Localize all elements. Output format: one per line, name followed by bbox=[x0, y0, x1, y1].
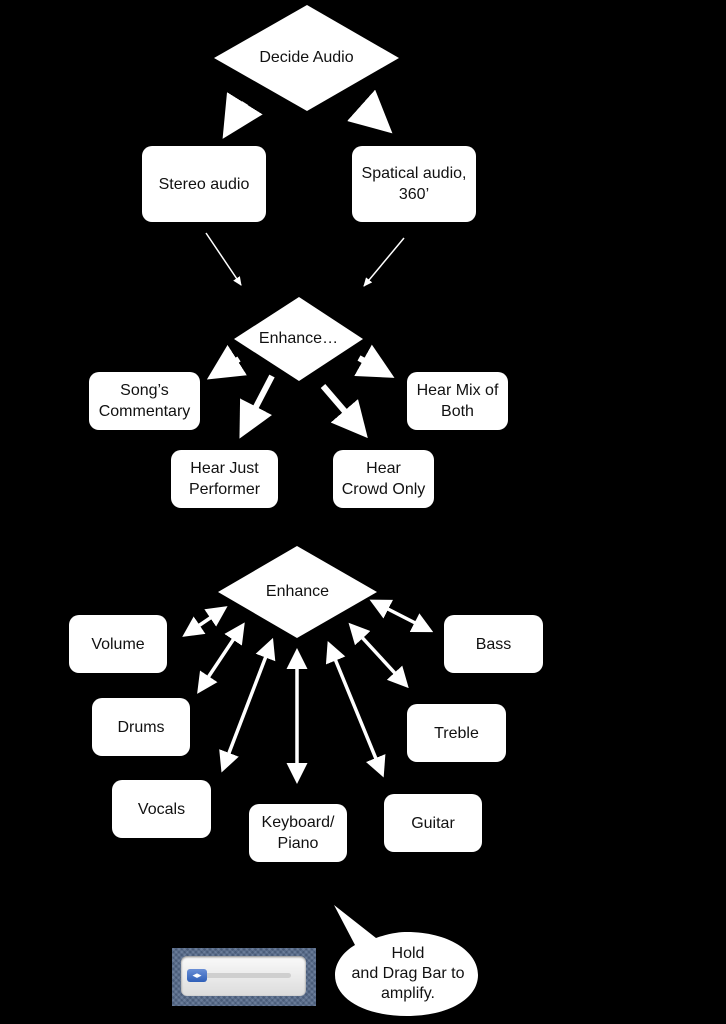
enhance-second-label: Enhance bbox=[265, 583, 330, 600]
bass-box: Bass bbox=[444, 615, 543, 673]
hear-mix-line1: Hear Mix of bbox=[416, 382, 499, 399]
arrow-to-commentary bbox=[206, 344, 247, 380]
stereo-audio-label: Stereo audio bbox=[158, 175, 250, 193]
amplify-slider-widget: ◂▸ bbox=[172, 948, 316, 1006]
hear-crowd-only-line2: Crowd Only bbox=[341, 481, 426, 498]
enhance-first-diamond bbox=[234, 297, 363, 381]
arrow-spatial-to-enhance bbox=[363, 237, 405, 287]
stereo-audio-box: Stereo audio bbox=[142, 146, 266, 222]
hear-crowd-only-line1: Hear bbox=[366, 460, 401, 477]
arrow-enhance-bass bbox=[369, 599, 434, 633]
guitar-label: Guitar bbox=[411, 814, 455, 832]
songs-commentary-line1: Song’s bbox=[120, 382, 169, 399]
spatial-audio-label-line1: Spatical audio, bbox=[361, 165, 467, 182]
callout-line3: amplify. bbox=[381, 985, 435, 1002]
volume-label: Volume bbox=[91, 635, 145, 653]
arrow-enhance-drums bbox=[197, 622, 245, 694]
slider-track[interactable] bbox=[195, 973, 291, 978]
enhance-first-label: Enhance… bbox=[258, 330, 339, 347]
spatial-audio-box: Spatical audio, 360’ bbox=[352, 146, 476, 222]
hear-mix-line2: Both bbox=[441, 403, 474, 420]
callout-bubble bbox=[334, 905, 478, 1016]
hear-just-performer-line1: Hear Just bbox=[190, 460, 259, 477]
songs-commentary-line2: Commentary bbox=[98, 403, 191, 420]
vocals-label: Vocals bbox=[137, 800, 186, 818]
vocals-box: Vocals bbox=[112, 780, 211, 838]
volume-box: Volume bbox=[69, 615, 167, 673]
arrow-enhance-volume bbox=[182, 606, 228, 637]
arrow-enhance-treble bbox=[348, 622, 409, 689]
callout-text: Hold and Drag Bar to amplify. bbox=[338, 940, 478, 1008]
hear-just-performer-line2: Performer bbox=[188, 481, 261, 498]
drums-box: Drums bbox=[92, 698, 190, 756]
hear-crowd-only-box: Hear Crowd Only bbox=[333, 450, 434, 508]
enhance-second-diamond bbox=[218, 546, 377, 638]
arrow-enhance-guitar bbox=[325, 641, 386, 778]
arrow-enhance-vocals bbox=[219, 637, 276, 773]
spatial-audio-label-line2: 360’ bbox=[398, 186, 430, 203]
drums-label: Drums bbox=[117, 718, 165, 736]
slider-panel: ◂▸ bbox=[181, 956, 306, 996]
keyboard-piano-box: Keyboard/ Piano bbox=[249, 804, 347, 862]
keyboard-piano-line1: Keyboard/ bbox=[261, 814, 335, 831]
bass-label: Bass bbox=[475, 635, 512, 653]
arrow-to-performer bbox=[239, 374, 275, 439]
guitar-box: Guitar bbox=[384, 794, 482, 852]
callout-line2: and Drag Bar to bbox=[351, 965, 465, 982]
double-arrow-grip-icon[interactable]: ◂▸ bbox=[187, 969, 207, 982]
hear-just-performer-box: Hear Just Performer bbox=[171, 450, 278, 508]
callout-line1: Hold bbox=[391, 945, 425, 962]
treble-box: Treble bbox=[407, 704, 506, 762]
songs-commentary-box: Song’s Commentary bbox=[89, 372, 200, 430]
keyboard-piano-line2: Piano bbox=[277, 835, 319, 852]
arrow-to-crowd bbox=[320, 384, 368, 439]
arrow-stereo-to-enhance bbox=[205, 232, 242, 286]
decide-audio-label: Decide Audio bbox=[259, 49, 354, 66]
hear-mix-box: Hear Mix of Both bbox=[407, 372, 508, 430]
arrow-to-mix bbox=[354, 344, 395, 378]
arrow-to-spatial bbox=[347, 89, 393, 134]
arrow-to-stereo bbox=[222, 92, 263, 139]
decide-audio-diamond bbox=[214, 5, 399, 111]
treble-label: Treble bbox=[434, 724, 479, 742]
